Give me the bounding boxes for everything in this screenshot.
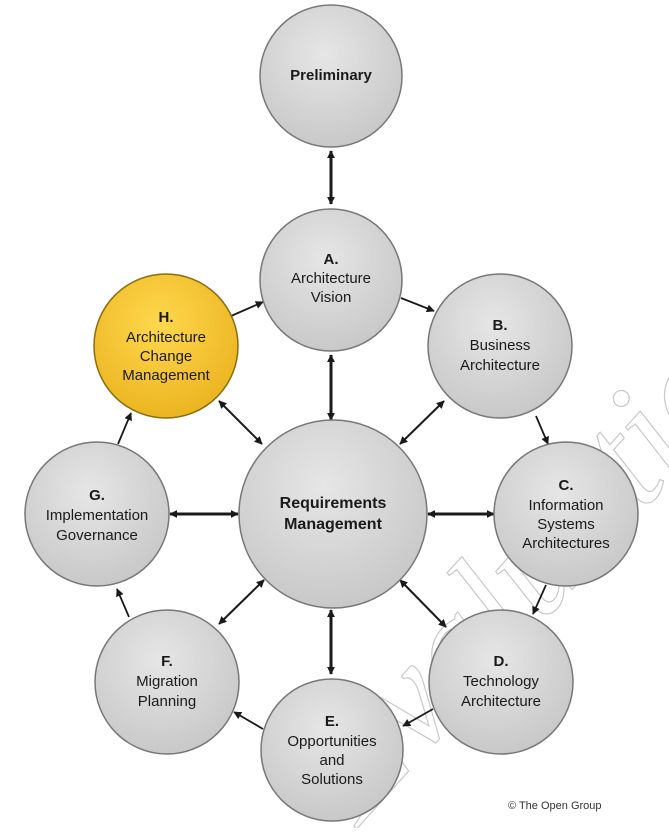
phase-c-line-3: Architectures [522, 535, 610, 552]
phase-b-line-2: Architecture [460, 357, 540, 374]
preliminary-label: Preliminary [290, 67, 372, 84]
arrow-requirements-to-d [399, 579, 447, 628]
phase-h-title: H. [159, 309, 174, 326]
phase-e-line-2: and [319, 752, 344, 769]
phase-d-title: D. [494, 653, 509, 670]
circle-phase-h[interactable] [93, 273, 239, 419]
arrow-f-to-g [116, 588, 130, 618]
phase-f-line-1: Migration [136, 673, 198, 690]
circle-phase-e[interactable] [260, 678, 404, 822]
phase-g-title: G. [89, 487, 105, 504]
phase-e-title: E. [325, 713, 339, 730]
phase-g-line-2: Governance [56, 527, 138, 544]
phase-f-line-2: Planning [138, 693, 196, 710]
circle-phase-a[interactable] [259, 208, 403, 352]
circle-phase-g[interactable] [24, 441, 170, 587]
phase-labels: Preliminary A. Architecture Vision B. Bu… [46, 67, 610, 788]
phase-c-line-1: Information [528, 497, 603, 514]
phase-a-title: A. [324, 251, 339, 268]
circle-phase-d[interactable] [428, 609, 574, 755]
circle-preliminary[interactable] [259, 4, 403, 148]
phase-e-line-1: Opportunities [287, 733, 376, 750]
phase-h-line-2: Change [140, 348, 193, 365]
arrows [116, 150, 549, 730]
arrow-e-to-f [233, 711, 264, 730]
circle-requirements-management[interactable] [238, 419, 428, 609]
arrow-requirements-to-h [218, 400, 263, 445]
phase-h-line-1: Architecture [126, 329, 206, 346]
phase-e-line-3: Solutions [301, 771, 363, 788]
phase-circles [24, 4, 639, 822]
circle-phase-c[interactable] [493, 441, 639, 587]
phase-c-title: C. [559, 477, 574, 494]
phase-b-line-1: Business [470, 337, 531, 354]
phase-a-line-1: Architecture [291, 270, 371, 287]
phase-g-line-1: Implementation [46, 507, 149, 524]
arrow-b-to-c [535, 415, 549, 445]
phase-f-title: F. [161, 653, 173, 670]
arrow-h-to-a [230, 301, 264, 317]
arrow-requirements-to-b [399, 400, 445, 445]
requirements-label-line-2: Management [284, 516, 382, 533]
requirements-label-line-1: Requirements [280, 495, 387, 512]
arrow-a-to-b [400, 297, 435, 313]
phase-a-line-2: Vision [311, 289, 352, 306]
circle-phase-b[interactable] [427, 273, 573, 419]
phase-c-line-2: Systems [537, 516, 595, 533]
arrow-requirements-to-f [218, 579, 265, 625]
phase-b-title: B. [493, 317, 508, 334]
arrow-d-to-e [402, 708, 434, 727]
copyright-notice: © The Open Group [508, 800, 602, 812]
arrow-g-to-h [117, 412, 132, 445]
arrow-c-to-d [532, 584, 547, 615]
circle-phase-f[interactable] [94, 609, 240, 755]
phase-d-line-1: Technology [463, 673, 539, 690]
phase-d-line-2: Architecture [461, 693, 541, 710]
phase-h-line-3: Management [122, 367, 210, 384]
